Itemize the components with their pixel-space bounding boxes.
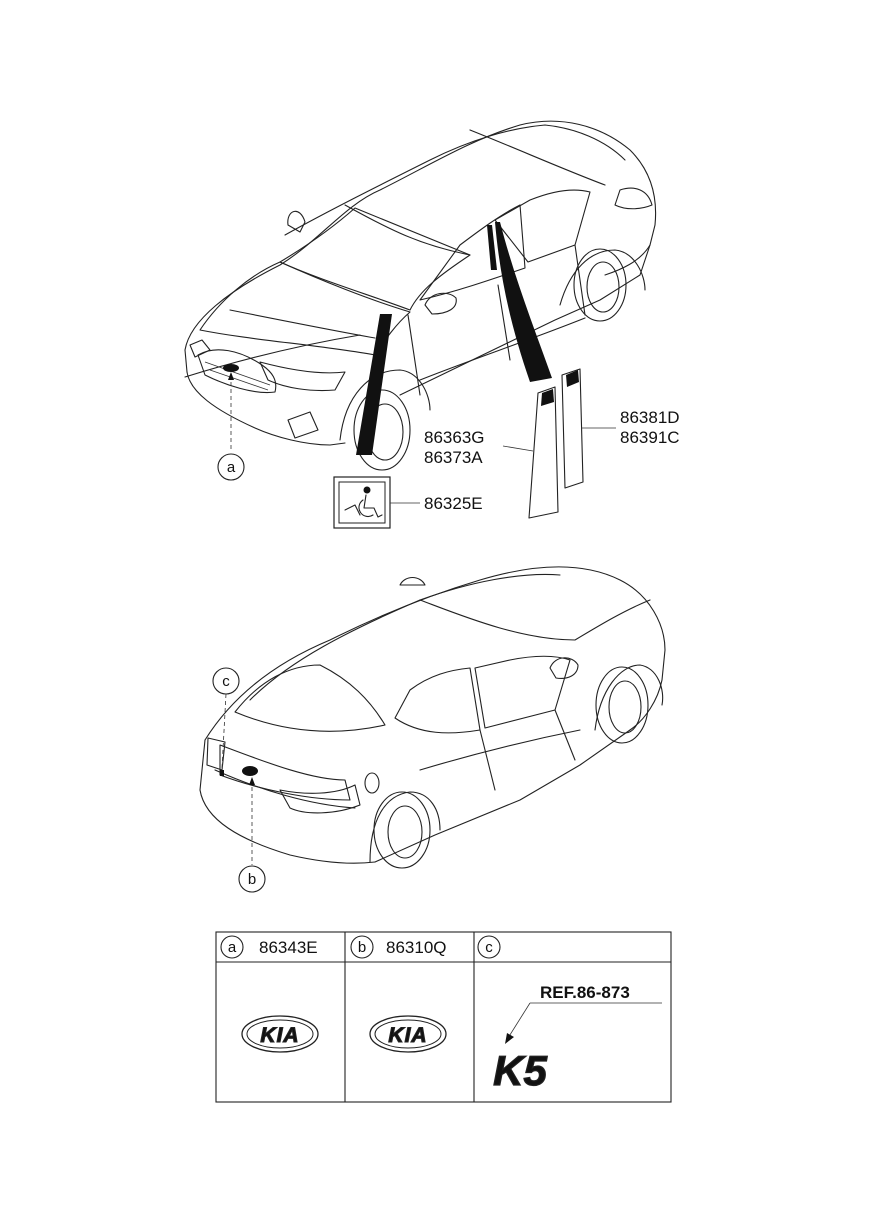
table-marker-b: b: [358, 939, 366, 956]
pillar-tape-pieces: 86363G 86373A 86381D 86391C: [424, 368, 680, 519]
rear-car-illustration: [199, 566, 666, 869]
callout-c: c: [212, 667, 240, 769]
svg-text:K5: K5: [493, 1047, 547, 1094]
table-part-b: 86310Q: [386, 938, 447, 957]
marker-a-label: a: [227, 459, 236, 476]
wheelchair-sticker: 86325E: [333, 476, 483, 529]
k5-badge-icon: K5: [493, 1046, 549, 1094]
marker-b-label: b: [248, 871, 256, 888]
callout-b: b: [238, 777, 266, 893]
part-86381D-label: 86381D: [620, 408, 680, 427]
part-86373A-label: 86373A: [424, 448, 483, 467]
emblem-table: a 86343E b 86310Q c KIA KIA K5: [215, 931, 672, 1103]
wheelchair-icon: [344, 486, 383, 518]
part-86363G-label: 86363G: [424, 428, 485, 447]
svg-text:KIA: KIA: [260, 1024, 299, 1047]
svg-text:KIA: KIA: [388, 1024, 427, 1047]
table-header-c: c: [477, 935, 501, 959]
part-86325E-label: 86325E: [424, 494, 483, 513]
front-car-illustration: [184, 120, 657, 471]
table-part-a: 86343E: [259, 938, 318, 957]
callout-a: a: [217, 372, 245, 481]
table-marker-c: c: [485, 939, 493, 956]
kia-emblem-icon: KIA: [241, 1015, 319, 1053]
reference-label: REF.86-873: [540, 983, 630, 1002]
kia-emblem-icon: KIA: [369, 1015, 447, 1053]
part-86391C-label: 86391C: [620, 428, 680, 447]
table-header-b: b 86310Q: [350, 935, 447, 959]
table-marker-a: a: [228, 939, 237, 956]
marker-c-label: c: [222, 673, 230, 690]
table-header-a: a 86343E: [220, 935, 318, 959]
